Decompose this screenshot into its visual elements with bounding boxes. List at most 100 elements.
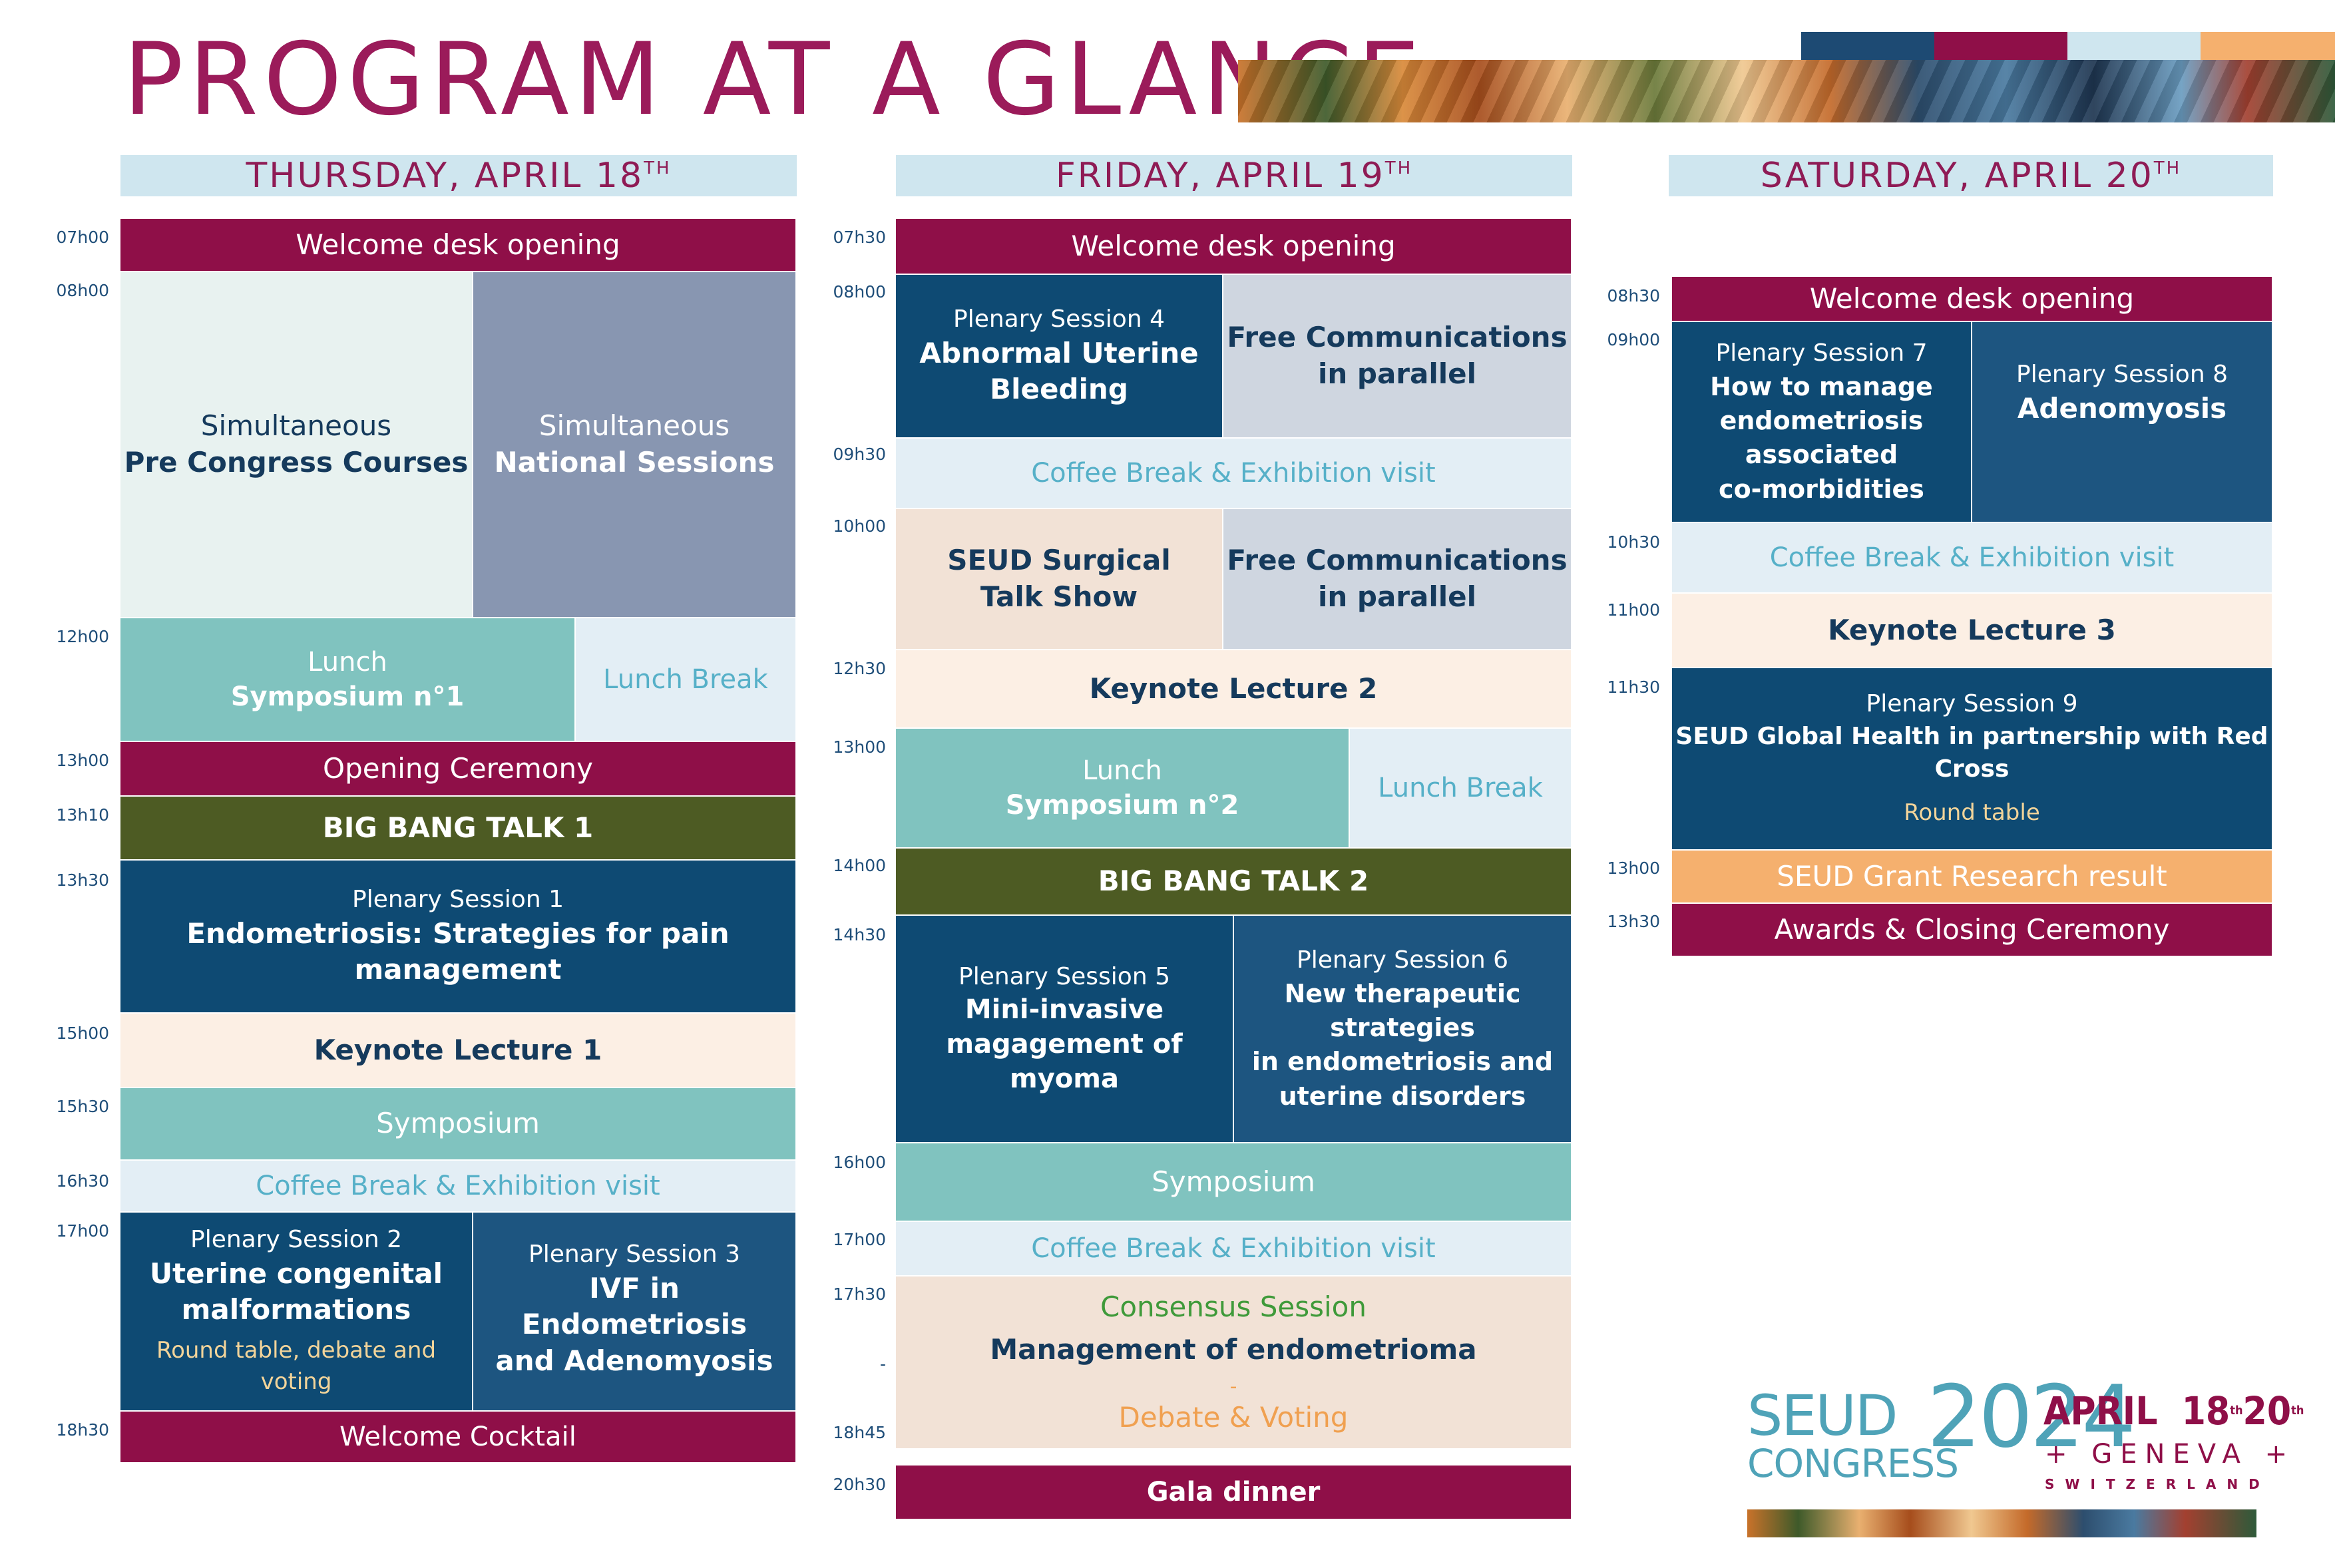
day-header-friday: FRIDAY, APRIL 19TH (896, 155, 1572, 196)
session-coffee-break: Coffee Break & Exhibition visit (896, 1222, 1572, 1276)
session-plenary-6-title-line3: uterine disorders (1279, 1081, 1526, 1111)
session-free-communications-title-line2: in parallel (1317, 357, 1477, 390)
session-plenary-1-prefix: Plenary Session 1 (352, 886, 564, 913)
session-consensus-prefix: Consensus Session (1100, 1290, 1367, 1323)
session-plenary-7-prefix: Plenary Session 7 (1715, 339, 1928, 367)
header-banner-image (1238, 60, 2335, 122)
session-lunch-break-label: Lunch Break (603, 664, 768, 695)
session-plenary-3-prefix: Plenary Session 3 (529, 1241, 740, 1268)
time-label: 13h10 (56, 805, 109, 825)
time-label: 11h30 (1607, 678, 1660, 697)
day-header-friday-sup: TH (1384, 158, 1413, 178)
time-label: 18h30 (56, 1420, 109, 1440)
logo-april: APRIL (2043, 1388, 2158, 1434)
session-lunch-symposium-1: Lunch Symposium n°1 (120, 618, 576, 742)
time-label: 18h45 (833, 1423, 886, 1442)
session-plenary-7-title-line2: endometriosis associated (1719, 406, 1924, 470)
session-big-bang-talk-2: BIG BANG TALK 2 (896, 849, 1572, 916)
session-coffee-break: Coffee Break & Exhibition visit (896, 439, 1572, 509)
session-plenary-3-title-line1: IVF in Endometriosis (521, 1271, 747, 1341)
time-label: 16h00 (833, 1153, 886, 1172)
session-lunch-symposium-2-title: Symposium n°2 (1005, 790, 1239, 821)
session-opening-ceremony-label: Opening Ceremony (323, 751, 593, 785)
session-welcome-cocktail: Welcome Cocktail (120, 1412, 797, 1464)
session-plenary-4-title-line1: Abnormal Uterine (919, 336, 1199, 369)
session-plenary-3: Plenary Session 3 IVF in Endometriosis a… (473, 1213, 797, 1412)
day-header-thursday-label: THURSDAY, APRIL 18 (246, 156, 644, 196)
session-opening-ceremony: Opening Ceremony (120, 742, 797, 797)
session-plenary-1-title: Endometriosis: Strategies for pain manag… (186, 916, 730, 986)
session-consensus-format: Debate & Voting (1118, 1400, 1349, 1434)
logo-day-end-sup: th (2291, 1404, 2304, 1418)
logo-year: 2024 (1927, 1368, 2136, 1467)
session-welcome-desk-label: Welcome desk opening (1809, 282, 2135, 315)
session-coffee-break-label: Coffee Break & Exhibition visit (1769, 542, 2175, 573)
session-plenary-3-title-line2: and Adenomyosis (495, 1344, 773, 1377)
session-plenary-4: Plenary Session 4 Abnormal Uterine Bleed… (896, 275, 1223, 439)
session-plenary-8-title: Adenomyosis (2017, 391, 2227, 425)
day-header-saturday-sup: TH (2153, 158, 2182, 178)
session-plenary-2-format: Round table, debate and voting (156, 1336, 437, 1396)
session-plenary-9-format: Round table (1904, 799, 2040, 827)
time-label: 11h00 (1607, 600, 1660, 620)
time-label: 14h30 (833, 925, 886, 944)
session-plenary-2-prefix: Plenary Session 2 (190, 1225, 402, 1253)
logo-day-start-sup: th (2230, 1404, 2243, 1418)
session-awards-closing-label: Awards & Closing Ceremony (1774, 912, 2170, 946)
session-plenary-8-prefix: Plenary Session 8 (2016, 361, 2228, 388)
session-keynote-3-label: Keynote Lecture 3 (1828, 613, 2116, 646)
session-national-sessions: Simultaneous National Sessions (473, 272, 797, 618)
logo-seud-word: SEUD (1747, 1383, 1898, 1448)
session-plenary-6-title-line2: in endometriosis and (1251, 1047, 1554, 1077)
session-lunch-symposium-1-prefix: Lunch (308, 647, 387, 678)
session-keynote-1-label: Keynote Lecture 1 (314, 1033, 602, 1066)
logo-country: SWITZERLAND (2045, 1476, 2270, 1492)
session-surgical-talk-show-title-line2: Talk Show (980, 580, 1138, 613)
session-big-bang-talk-2-label: BIG BANG TALK 2 (1098, 865, 1369, 898)
session-plenary-6-title-line1: New therapeutic strategies (1284, 978, 1521, 1042)
stripe-lightblue (2067, 32, 2201, 60)
session-free-communications-title-line1: Free Communications (1227, 321, 1568, 354)
session-gala-dinner-label: Gala dinner (1146, 1477, 1321, 1507)
session-welcome-desk-label: Welcome desk opening (1071, 229, 1396, 262)
session-free-communications: Free Communications in parallel (1223, 509, 1572, 650)
session-keynote-3: Keynote Lecture 3 (1672, 594, 2273, 668)
session-symposium-label: Symposium (1152, 1165, 1315, 1198)
session-welcome-desk: Welcome desk opening (1672, 277, 2273, 322)
session-plenary-7: Plenary Session 7 How to manage endometr… (1672, 322, 1972, 523)
time-label: 10h00 (833, 516, 886, 536)
session-coffee-break: Coffee Break & Exhibition visit (1672, 523, 2273, 594)
session-plenary-8: Plenary Session 8 Adenomyosis (1972, 322, 2273, 523)
time-label: 13h30 (1607, 912, 1660, 931)
session-surgical-talk-show: SEUD Surgical Talk Show (896, 509, 1223, 650)
logo-day-end: 20 (2242, 1388, 2292, 1434)
session-consensus: Consensus Session Management of endometr… (896, 1276, 1572, 1450)
day-header-saturday-label: SATURDAY, APRIL 20 (1760, 156, 2154, 196)
time-label: 12h00 (56, 627, 109, 646)
session-grant-research-label: SEUD Grant Research result (1777, 859, 2167, 892)
session-plenary-2-title-line2: malformations (181, 1293, 411, 1326)
time-label: 07h30 (833, 228, 886, 247)
session-plenary-9-title: SEUD Global Health in partnership with R… (1675, 722, 2268, 783)
time-label: 13h00 (1607, 859, 1660, 878)
session-lunch-break-label: Lunch Break (1378, 773, 1543, 803)
day-header-friday-label: FRIDAY, APRIL 19 (1055, 156, 1385, 196)
session-plenary-5-title-line2: magagement of myoma (946, 1029, 1183, 1095)
session-plenary-6-prefix: Plenary Session 6 (1297, 946, 1508, 974)
session-symposium: Symposium (896, 1143, 1572, 1222)
session-national-sessions-title: National Sessions (494, 446, 775, 479)
session-plenary-7-title-line1: How to manage (1710, 371, 1933, 401)
session-big-bang-talk-1: BIG BANG TALK 1 (120, 797, 797, 861)
time-label: 15h30 (56, 1097, 109, 1116)
session-coffee-break: Coffee Break & Exhibition visit (120, 1161, 797, 1213)
session-keynote-1: Keynote Lecture 1 (120, 1014, 797, 1088)
session-lunch-symposium-2: Lunch Symposium n°2 (896, 729, 1350, 849)
session-national-sessions-prefix: Simultaneous (538, 409, 730, 443)
time-label: 16h30 (56, 1171, 109, 1191)
stripe-magenta (1934, 32, 2067, 60)
session-plenary-5: Plenary Session 5 Mini-invasive magageme… (896, 916, 1234, 1143)
session-welcome-desk: Welcome desk opening (896, 219, 1572, 275)
time-label: 09h30 (833, 445, 886, 464)
session-pre-congress-courses-title: Pre Congress Courses (124, 446, 469, 479)
day-header-saturday: SATURDAY, APRIL 20TH (1669, 155, 2273, 196)
